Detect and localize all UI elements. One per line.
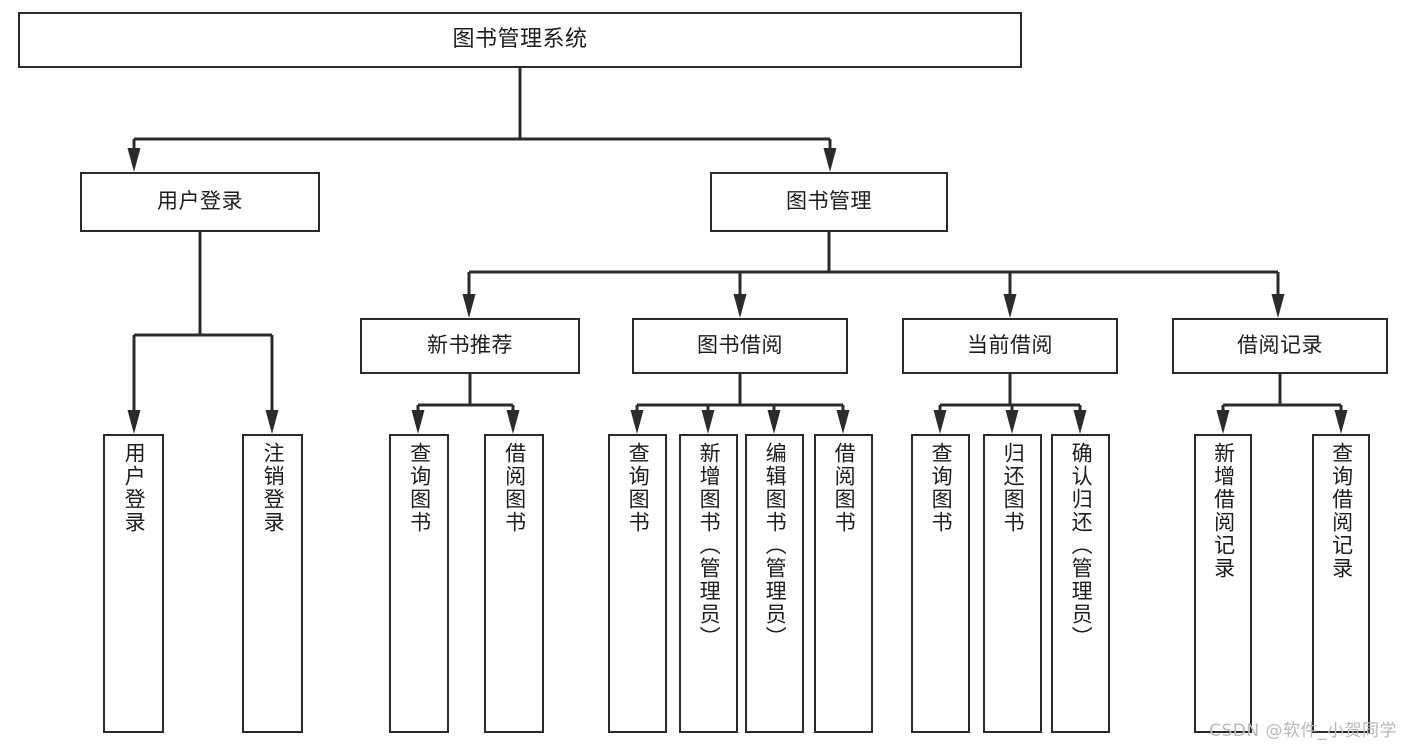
arrow-head-5 [1271,294,1285,318]
node-borrow[interactable]: 图书借阅 [632,318,848,374]
node-label: 借阅图书 [832,442,857,534]
arrow-head-13 [836,410,850,434]
node-login[interactable]: 用户登录 [80,172,320,232]
node-leaf-login-1[interactable]: 用户登录 [103,434,164,733]
node-label: 图书借阅 [697,333,783,358]
node-root[interactable]: 图书管理系统 [18,12,1022,68]
arrow-head-8 [411,410,425,434]
node-label: 确认归还（管理员） [1069,442,1094,649]
node-label: 归还图书 [1001,442,1026,534]
node-label: 图书管理 [786,189,872,214]
node-leaf-borrow-4[interactable]: 借阅图书 [814,434,873,733]
node-leaf-cur-3[interactable]: 确认归还（管理员） [1051,434,1110,733]
node-label: 注销登录 [261,442,286,534]
arrow-head-2 [462,294,476,318]
arrow-head-10 [630,410,644,434]
node-leaf-borrow-1[interactable]: 查询图书 [608,434,667,733]
node-leaf-new-2[interactable]: 借阅图书 [484,434,544,733]
node-label: 用户登录 [157,189,243,214]
arrow-head-4 [1003,294,1017,318]
node-label: 查询图书 [929,442,954,534]
arrow-head-1 [823,148,837,172]
node-label: 借阅图书 [502,442,527,534]
node-label: 当前借阅 [967,333,1053,358]
node-leaf-login-2[interactable]: 注销登录 [242,434,303,733]
node-bookmgmt[interactable]: 图书管理 [710,172,948,232]
node-leaf-cur-2[interactable]: 归还图书 [983,434,1042,733]
node-leaf-rec-1[interactable]: 新增借阅记录 [1194,434,1252,733]
arrow-head-6 [127,410,141,434]
node-leaf-cur-1[interactable]: 查询图书 [911,434,970,733]
node-current[interactable]: 当前借阅 [902,318,1118,374]
node-leaf-borrow-2[interactable]: 新增图书（管理员） [679,434,738,733]
arrow-head-11 [701,410,715,434]
arrow-head-14 [933,410,947,434]
node-label: 查询图书 [407,442,432,534]
node-leaf-borrow-3[interactable]: 编辑图书（管理员） [745,434,804,733]
node-leaf-new-1[interactable]: 查询图书 [389,434,449,733]
node-label: 用户登录 [122,442,147,534]
node-newbook[interactable]: 新书推荐 [360,318,580,374]
node-label: 查询借阅记录 [1329,442,1354,580]
node-records[interactable]: 借阅记录 [1172,318,1388,374]
arrow-head-12 [767,410,781,434]
arrow-head-18 [1334,410,1348,434]
node-label: 图书管理系统 [452,27,588,53]
node-label: 查询图书 [626,442,651,534]
arrow-head-15 [1005,410,1019,434]
arrow-head-9 [506,410,520,434]
node-label: 借阅记录 [1237,333,1323,358]
arrow-head-16 [1073,410,1087,434]
node-label: 新增图书（管理员） [697,442,722,649]
arrow-head-0 [127,148,141,172]
arrow-head-7 [265,410,279,434]
watermark: CSDN @软件_小贺同学 [1209,721,1397,741]
node-leaf-rec-2[interactable]: 查询借阅记录 [1312,434,1370,733]
arrow-head-17 [1216,410,1230,434]
node-label: 编辑图书（管理员） [763,442,788,649]
node-label: 新书推荐 [427,333,513,358]
node-label: 新增借阅记录 [1211,442,1236,580]
arrow-head-3 [733,294,747,318]
